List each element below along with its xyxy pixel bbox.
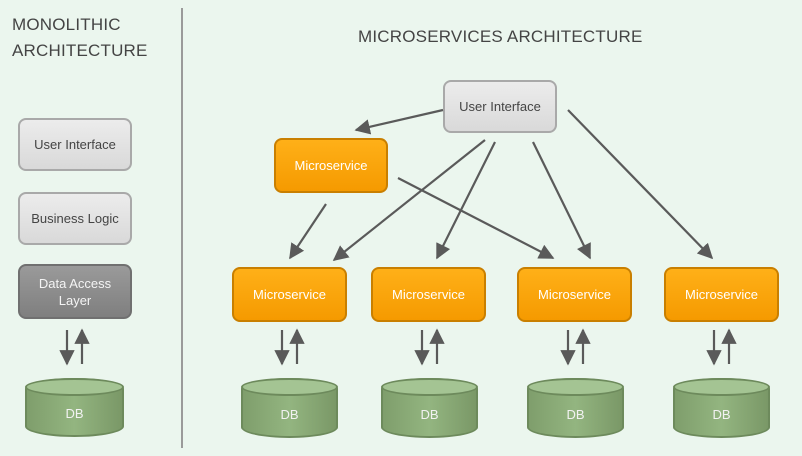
arrow-ui-to-upper-microservice [354,108,444,135]
microservice-box-2: Microservice [371,267,486,322]
arrow-ui-to-microservice-1 [332,139,486,261]
section-divider [181,8,183,448]
micro-db-2-label: DB [420,406,439,422]
mono-db: DB [25,378,124,437]
upper-microservice-box: Microservice [274,138,388,193]
micro-db-4-label: DB [712,406,731,422]
mono-data-access-layer: Data Access Layer [18,264,132,319]
arrow-upper-to-microservice-1 [289,203,327,260]
micro-db-2: DB [381,378,478,438]
micro-db-1: DB [241,378,338,438]
microservice-box-1: Microservice [232,267,347,322]
mono-ui-layer: User Interface [18,118,132,171]
microservice-box-4: Microservice [664,267,779,322]
mono-business-layer: Business Logic [18,192,132,245]
monolithic-title-line2: ARCHITECTURE [12,41,148,60]
micro-db-1-label: DB [280,406,299,422]
arrow-ui-to-microservice-3 [532,141,591,260]
microservices-title: MICROSERVICES ARCHITECTURE [358,27,643,46]
mono-db-label: DB [65,406,84,421]
monolithic-title-line1: MONOLITHIC [12,15,121,34]
microservice-box-3: Microservice [517,267,632,322]
arrow-ui-to-microservice-2 [436,141,496,260]
monolithic-title: MONOLITHIC ARCHITECTURE [12,12,148,64]
micro-db-4: DB [673,378,770,438]
micro-db-3: DB [527,378,624,438]
micro-ui-box: User Interface [443,80,557,133]
arrow-ui-to-microservice-4 [567,109,714,260]
arrow-upper-to-microservice-3 [397,177,555,259]
micro-db-3-label: DB [566,406,585,422]
